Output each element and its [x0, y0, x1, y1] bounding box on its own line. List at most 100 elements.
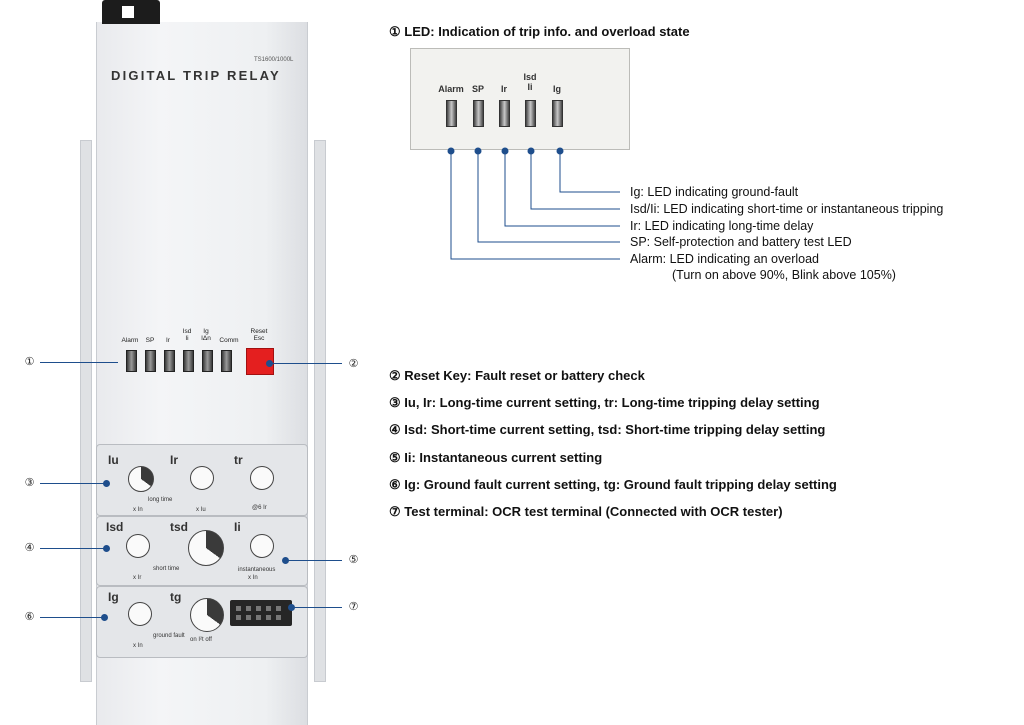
led-label-ig: Ig IΔn [201, 328, 211, 342]
at6ir-label: @6 Ir [252, 505, 267, 511]
box-label-ig: Ig [553, 84, 561, 94]
terminal-pin [276, 606, 281, 611]
box-label-sp: SP [471, 84, 484, 94]
led-alarm [126, 350, 137, 372]
tsd-dial[interactable] [188, 530, 224, 566]
dial-label-ii: Ii [234, 520, 241, 534]
item-reset-key: ② Reset Key: Fault reset or battery chec… [389, 368, 645, 383]
led-desc-ig: Ig: LED indicating ground-fault [630, 185, 799, 199]
reset-label: Reset Esc [250, 328, 268, 342]
terminal-pin [236, 606, 241, 611]
isd-dial[interactable] [126, 534, 150, 558]
terminal-pin [276, 615, 281, 620]
on-i2t-off-label: on I²t off [190, 637, 212, 643]
terminal-pin [236, 615, 241, 620]
ground-fault-label: ground fault [153, 633, 185, 639]
callout-number-4: ④ [24, 542, 35, 554]
terminal-pin [246, 606, 251, 611]
callout-number-1: ① [24, 356, 35, 368]
box-led-isd [525, 100, 536, 127]
led-desc-alarm-note: (Turn on above 90%, Blink above 105%) [672, 268, 896, 282]
ig-dial[interactable] [128, 602, 152, 626]
callout-line-4 [40, 548, 106, 549]
device-model: TS1600/1000L [254, 57, 294, 63]
callout-dot-2 [266, 360, 273, 367]
item-long-time: ③ Iu, Ir: Long-time current setting, tr:… [389, 395, 820, 410]
tg-dial[interactable] [190, 598, 224, 632]
instantaneous-label: instantaneous [238, 567, 276, 573]
callout-number-3: ③ [24, 477, 35, 489]
trip-relay-device: TS1600/1000L DIGITAL TRIP RELAY Alarm SP… [78, 0, 328, 725]
x-in-label-2: x In [248, 575, 258, 581]
box-label-isd-ii: Isd Ii [523, 72, 537, 92]
callout-dot-7 [288, 604, 295, 611]
tr-dial[interactable] [250, 466, 274, 490]
callout-dot-4 [103, 545, 110, 552]
box-label-ir: Ir [500, 84, 507, 94]
ir-dial[interactable] [190, 466, 214, 490]
x-ir-label: x Ir [133, 575, 142, 581]
callout-dot-5 [282, 557, 289, 564]
led-isd [183, 350, 194, 372]
terminal-pin [256, 615, 261, 620]
long-time-label: long time [148, 497, 173, 503]
led-ir [164, 350, 175, 372]
terminal-pin [266, 615, 271, 620]
led-section-heading: ① LED: Indication of trip info. and over… [389, 24, 690, 39]
box-led-ig [552, 100, 563, 127]
dial-label-ir: Ir [170, 453, 179, 467]
item-test-terminal: ⑦ Test terminal: OCR test terminal (Conn… [389, 504, 783, 519]
item-instantaneous: ⑤ Ii: Instantaneous current setting [389, 450, 603, 465]
led-label-alarm: Alarm [121, 337, 139, 344]
led-label-ir: Ir [166, 337, 170, 344]
led-label-sp: SP [145, 337, 155, 344]
x-iu-label: x Iu [196, 507, 206, 513]
callout-line-1 [40, 362, 118, 363]
item-short-time: ④ Isd: Short-time current setting, tsd: … [389, 422, 826, 437]
device-mount-hole [122, 6, 134, 18]
callout-line-2 [270, 363, 342, 364]
callout-line-7 [292, 607, 342, 608]
callout-dot-3 [103, 480, 110, 487]
led-detail-box [410, 48, 630, 150]
callout-line-5 [286, 560, 342, 561]
led-desc-alarm: Alarm: LED indicating an overload [630, 252, 819, 266]
dial-label-ig: Ig [108, 590, 119, 604]
device-right-rail [314, 140, 326, 682]
callout-dot-6 [101, 614, 108, 621]
iu-dial[interactable] [128, 466, 154, 492]
terminal-pin [256, 606, 261, 611]
callout-line-3 [40, 483, 106, 484]
led-desc-sp: SP: Self-protection and battery test LED [630, 235, 852, 249]
led-desc-isd-ii: Isd/Ii: LED indicating short-time or ins… [630, 202, 944, 216]
dial-label-tsd: tsd [170, 520, 188, 534]
led-label-comm: Comm [219, 337, 239, 344]
device-title: DIGITAL TRIP RELAY [111, 68, 281, 83]
callout-number-6: ⑥ [24, 611, 35, 623]
item-ground-fault: ⑥ Ig: Ground fault current setting, tg: … [389, 477, 837, 492]
box-led-ir [499, 100, 510, 127]
callout-number-7: ⑦ [348, 601, 359, 613]
dial-label-tr: tr [234, 453, 243, 467]
x-in-label: x In [133, 507, 143, 513]
dial-label-iu: Iu [108, 453, 119, 467]
x-in-label-3: x In [133, 643, 143, 649]
box-led-alarm [446, 100, 457, 127]
led-label-isd-ii: Isd Ii [182, 328, 192, 342]
dial-label-isd: Isd [106, 520, 124, 534]
terminal-pin [266, 606, 271, 611]
terminal-pin [246, 615, 251, 620]
led-comm [221, 350, 232, 372]
ii-dial[interactable] [250, 534, 274, 558]
box-led-sp [473, 100, 484, 127]
box-label-alarm: Alarm [438, 84, 464, 94]
device-left-rail [80, 140, 92, 682]
callout-number-2: ② [348, 358, 359, 370]
ocr-test-terminal[interactable] [230, 600, 292, 626]
callout-line-6 [40, 617, 104, 618]
led-desc-ir: Ir: LED indicating long-time delay [630, 219, 814, 233]
led-sp [145, 350, 156, 372]
led-ig [202, 350, 213, 372]
callout-number-5: ⑤ [348, 554, 359, 566]
